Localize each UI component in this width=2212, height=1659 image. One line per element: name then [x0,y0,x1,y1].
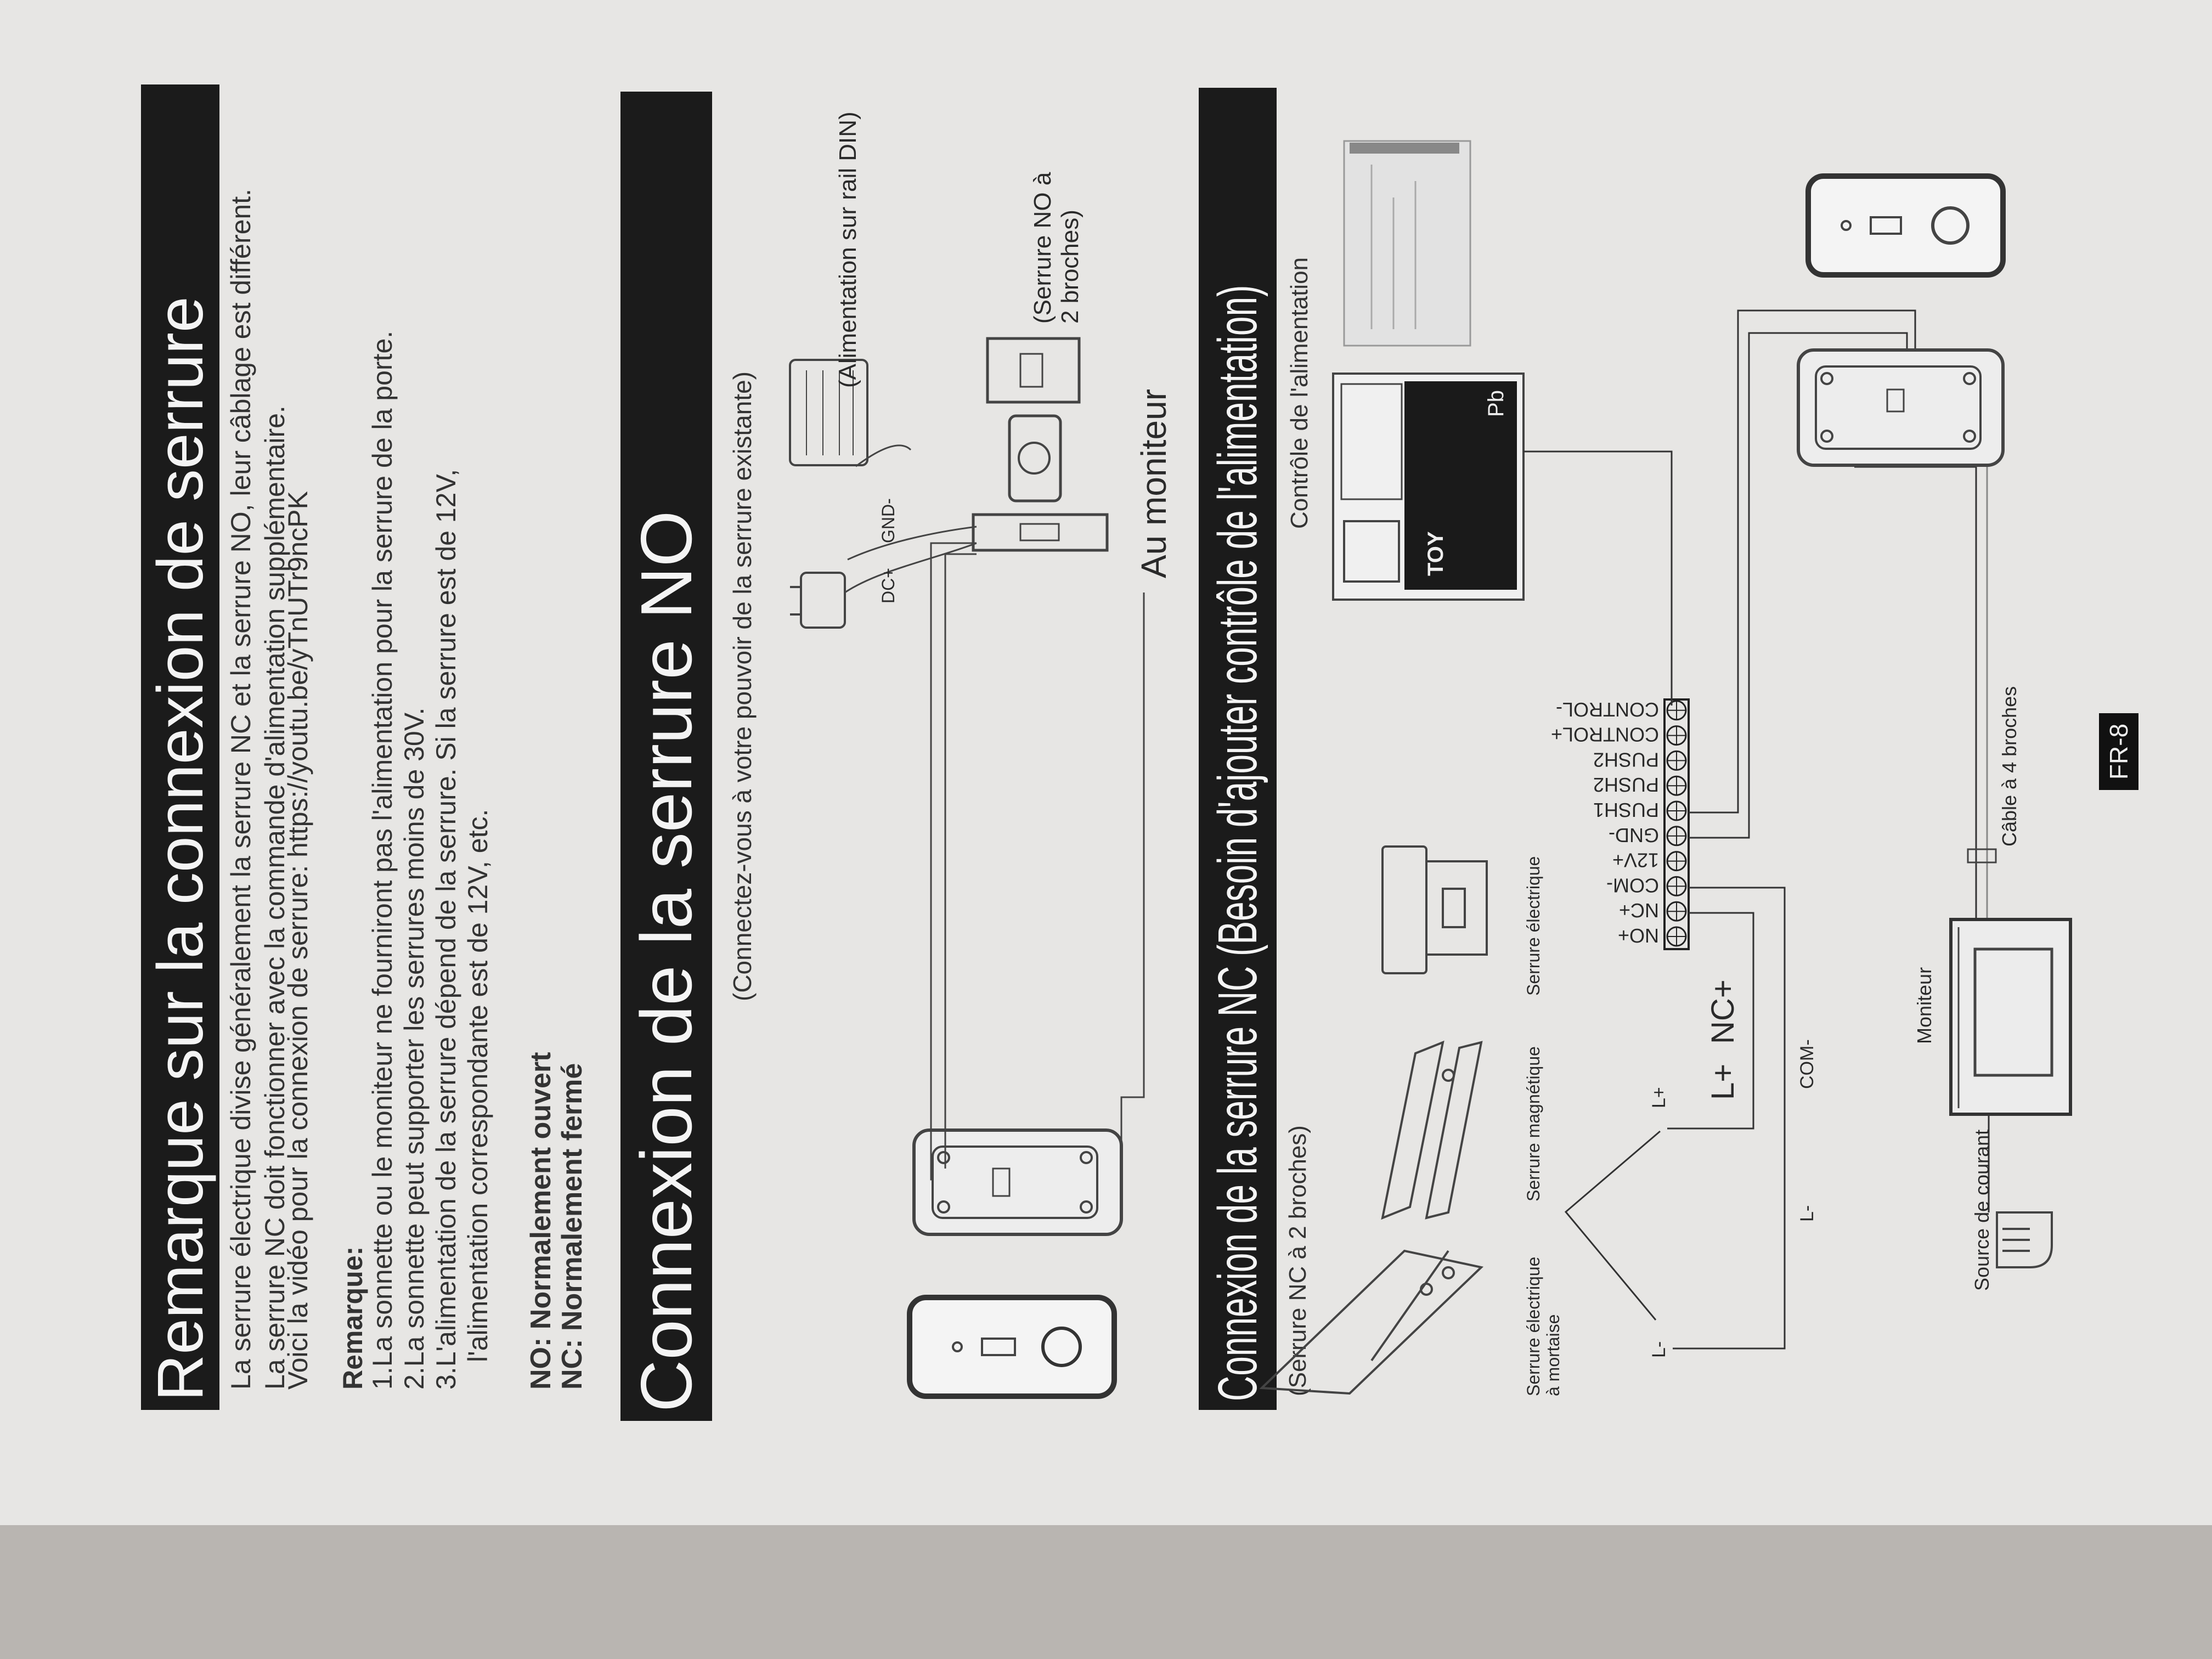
dc-plus-label: DC+ [878,568,898,603]
manual-page: Remarque sur la connexion de serrure La … [0,0,2212,1525]
no-round-lock [1008,414,1062,503]
terminal-label: NO+ [1618,924,1659,947]
terminal-block [1663,698,1690,950]
terminal-screw-cross [1667,802,1686,820]
electric-lock-icon [1381,845,1488,974]
terminal-screw-cross [1667,701,1686,720]
din-label: (Alimentation sur rail DIN) [834,111,861,388]
terminal-label: COM- [1606,874,1659,896]
terminal-label: 12V+ [1612,849,1659,872]
outdoor-unit-back-nc [1797,348,2005,467]
nc-plus-label: NC+ [1705,979,1741,1044]
outdoor-unit-front [907,1295,1117,1399]
mortise-label-2: à mortaise [1543,1314,1563,1396]
gnd-minus-label: GND- [878,498,898,543]
cable-label: Câble à 4 broches [1998,686,2021,847]
electric-lock-label: Serrure électrique [1523,856,1543,996]
terminal-screw-cross [1667,902,1686,921]
power-adapter-icon [790,572,846,629]
l-plus-big-label: L+ [1705,1064,1741,1100]
battery-pb: Pb [1484,390,1508,417]
magnetic-lock-label: Serrure magnétique [1523,1046,1543,1201]
din-power-supply-icon [789,359,868,466]
com-minus-label: COM- [1797,1039,1818,1089]
terminal-label: CONTROL+ [1551,724,1659,746]
battery-controller-box: TOY Pb [1332,373,1525,601]
outdoor-unit-front-nc [1805,173,2006,278]
power-plug-icon [1996,1211,2053,1268]
terminal-label: NC+ [1619,899,1659,922]
mortise-label-1: Serrure électrique [1523,1257,1543,1396]
power-supply-control-module [1343,140,1471,347]
terminal-label: PUSH2 [1593,774,1659,796]
to-monitor-label: Au moniteur [1134,389,1173,578]
terminal-screw-cross [1667,776,1686,795]
terminal-screws: NO+NC+COM-12V+GND-PUSH1PUSH2PUSH2CONTROL… [1551,698,1687,947]
battery-brand: TOY [1424,531,1448,576]
l-minus-label: L- [1797,1205,1818,1222]
terminal-label: GND- [1609,824,1659,847]
wiring-diagrams: DC+ GND- (Alimentation sur rail DIN) (Se… [789,111,2072,1399]
indoor-monitor [1949,918,2072,1116]
terminal-screw-cross [1667,751,1686,770]
terminal-label: CONTROL- [1556,698,1659,721]
no-lock-label-2: 2 broches) [1057,210,1084,324]
terminal-screw-cross [1667,877,1686,896]
terminal-label: PUSH1 [1593,799,1659,821]
mortise-lock-icon [1259,1249,1484,1395]
no-small-lock [986,337,1081,404]
no-lock-label-1: (Serrure NO à [1029,172,1056,324]
monitor-label: Moniteur [1913,967,1936,1044]
cable-connector [1967,848,1997,864]
no-wires [844,444,1145,1181]
magnetic-lock-icon [1381,1040,1483,1220]
l-minus-small-label: L- [1649,1341,1669,1358]
power-source-label: Source de courant [1971,1130,1993,1291]
terminal-label: PUSH2 [1593,748,1659,771]
no-strike-lock-long [972,513,1109,552]
outdoor-unit-back [912,1128,1123,1236]
terminal-screw-cross [1667,927,1686,946]
terminal-screw-cross [1667,851,1686,871]
terminal-screw-cross [1667,726,1686,745]
l-plus-small-label: L+ [1649,1087,1669,1108]
terminal-screw-cross [1667,826,1686,845]
